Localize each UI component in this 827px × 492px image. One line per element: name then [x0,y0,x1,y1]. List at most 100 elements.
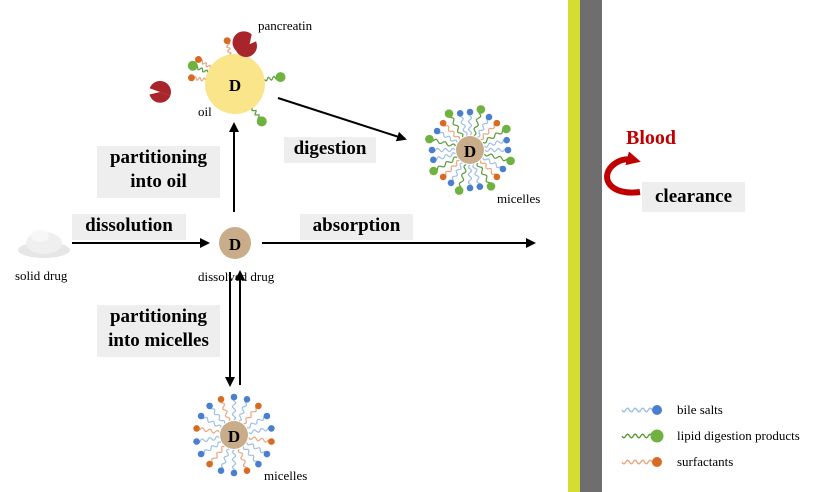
pancreatin-enzyme-icon [149,81,171,103]
surf-molecule-head [206,460,213,468]
bile-molecule-head [466,184,474,192]
surf-molecule-head [187,74,195,82]
bile-molecule-head [217,467,225,475]
surf-molecule-tail [443,159,460,178]
lipid-molecule-head [454,186,464,195]
lipid-molecule-tail [483,153,512,162]
legend-lipid-tail [621,433,653,439]
bile-molecule-tail [450,162,463,184]
bile-molecule-head [263,450,271,458]
surf-molecule-tail [243,405,259,425]
bile-molecule-tail [200,441,222,456]
surf-molecule-head [223,37,231,45]
bile-molecule-tail [467,111,473,136]
bile-molecule-tail [432,152,456,162]
bile-molecule-head [466,108,474,116]
digestion-arrow [277,97,407,142]
bile-molecule-head [193,438,200,445]
partitioning-micelles-line1: partitioning [109,306,208,327]
partitioning-micelles-line2: into micelles [108,330,209,351]
bile-molecule-tail [242,446,260,465]
legend-bile-label: bile salts [677,402,723,417]
micelles-bottom-label: micelles [264,468,308,483]
bile-molecule-head [476,183,484,191]
partitioning-oil-box: partitioning into oil [97,146,220,198]
drug-symbol-micelle-top: D [464,142,476,161]
bile-molecule-head [197,412,205,420]
surf-molecule-head [217,395,225,403]
bile-molecule-head [499,165,507,173]
bile-molecule-head [433,127,441,135]
bile-molecule-head [504,146,512,154]
pancreatin-label: pancreatin [258,18,313,33]
bile-molecule-head [230,469,238,477]
oil-droplet-molecules [187,37,286,127]
surf-molecule-tail [480,122,497,141]
clearance-box: clearance [642,182,745,212]
dissolution-box: dissolution [72,214,186,240]
micelle-bottom [193,393,275,477]
bile-molecule-tail [477,116,490,138]
bile-molecule-head [447,179,455,187]
micelle-top [425,105,515,195]
bile-molecule-head [429,156,437,164]
lipid-molecule-head [486,182,496,191]
bile-molecule-head [230,393,238,401]
membrane-yellow-layer [568,0,580,492]
legend-marks [621,405,664,467]
lipid-molecule-tail [473,108,482,137]
surf-molecule-tail [219,399,231,422]
bile-molecule-tail [196,435,220,444]
surf-molecule-tail [237,448,249,471]
dissolved-drug-label: dissolved drug [198,269,275,284]
bile-molecule-head [197,450,205,458]
surf-molecule-head [493,173,501,181]
lipid-molecule-head [275,72,286,83]
surf-molecule-head [268,438,275,445]
drug-symbol-micelle-bottom: D [228,427,240,446]
bile-molecule-tail [458,112,468,136]
surf-molecule-tail [248,436,272,443]
surf-molecule-head [243,467,251,475]
legend-bile-head [652,405,662,415]
legend-surf-head [652,457,662,467]
surf-molecule-head [255,402,262,410]
surf-molecule-head [194,55,202,63]
bile-molecule-head [503,136,511,144]
surf-molecule-tail [442,123,461,140]
legend-lipid-label: lipid digestion products [677,428,800,443]
blood-label: Blood [626,127,677,149]
bile-molecule-tail [246,414,268,429]
bile-molecule-tail [231,449,237,474]
lipid-molecule-tail [458,163,467,192]
drug-symbol-oil: D [229,76,241,95]
bile-molecule-head [456,109,464,117]
lipid-molecule-head [444,109,454,118]
legend-lipid-head [650,429,664,443]
surf-molecule-tail [209,445,225,465]
clearance-curved-arrow [604,151,641,196]
surf-molecule-head [439,173,447,181]
oil-label: oil [198,104,212,119]
bile-molecule-tail [484,138,508,148]
surf-molecule-tail [196,427,220,434]
dissolved-drug-particle [219,227,251,259]
partitioning-oil-line2: into oil [130,171,187,192]
lipid-molecule-head [425,134,434,144]
lipid-molecule-tail [482,127,507,144]
bile-molecule-head [263,412,271,420]
bile-molecule-tail [436,130,458,143]
bile-molecule-head [428,146,436,154]
lipid-molecule-head [429,166,438,176]
legend-surf-label: surfactants [677,454,734,469]
absorption-box: absorption [300,214,413,240]
surf-molecule-tail [479,160,498,177]
lipid-molecule-tail [476,162,493,187]
membrane-gray-layer [580,0,602,492]
drug-core [456,136,484,164]
lipid-molecule-tail [433,156,458,173]
bile-molecule-head [255,460,262,468]
bile-molecule-head [485,113,493,121]
lipid-molecule-head [256,116,267,127]
